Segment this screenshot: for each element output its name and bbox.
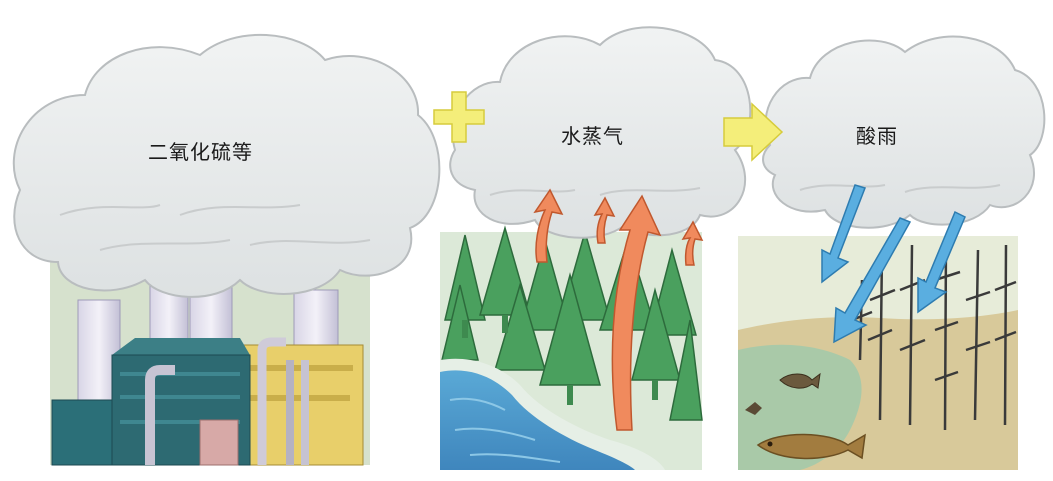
rain-arrows <box>821 184 966 344</box>
acid-rain-label: 酸雨 <box>856 124 898 148</box>
pollution-cloud <box>12 33 441 298</box>
acid-rain-cloud <box>762 35 1046 229</box>
pollutants-label: 二氧化硫等 <box>148 140 253 164</box>
water-vapor-cloud <box>449 26 752 239</box>
vapor-arrows <box>533 188 704 431</box>
forest-scene <box>440 225 703 470</box>
water-vapor-label: 水蒸气 <box>561 124 624 148</box>
right-arrow-icon <box>723 102 784 162</box>
plus-icon <box>433 91 485 143</box>
